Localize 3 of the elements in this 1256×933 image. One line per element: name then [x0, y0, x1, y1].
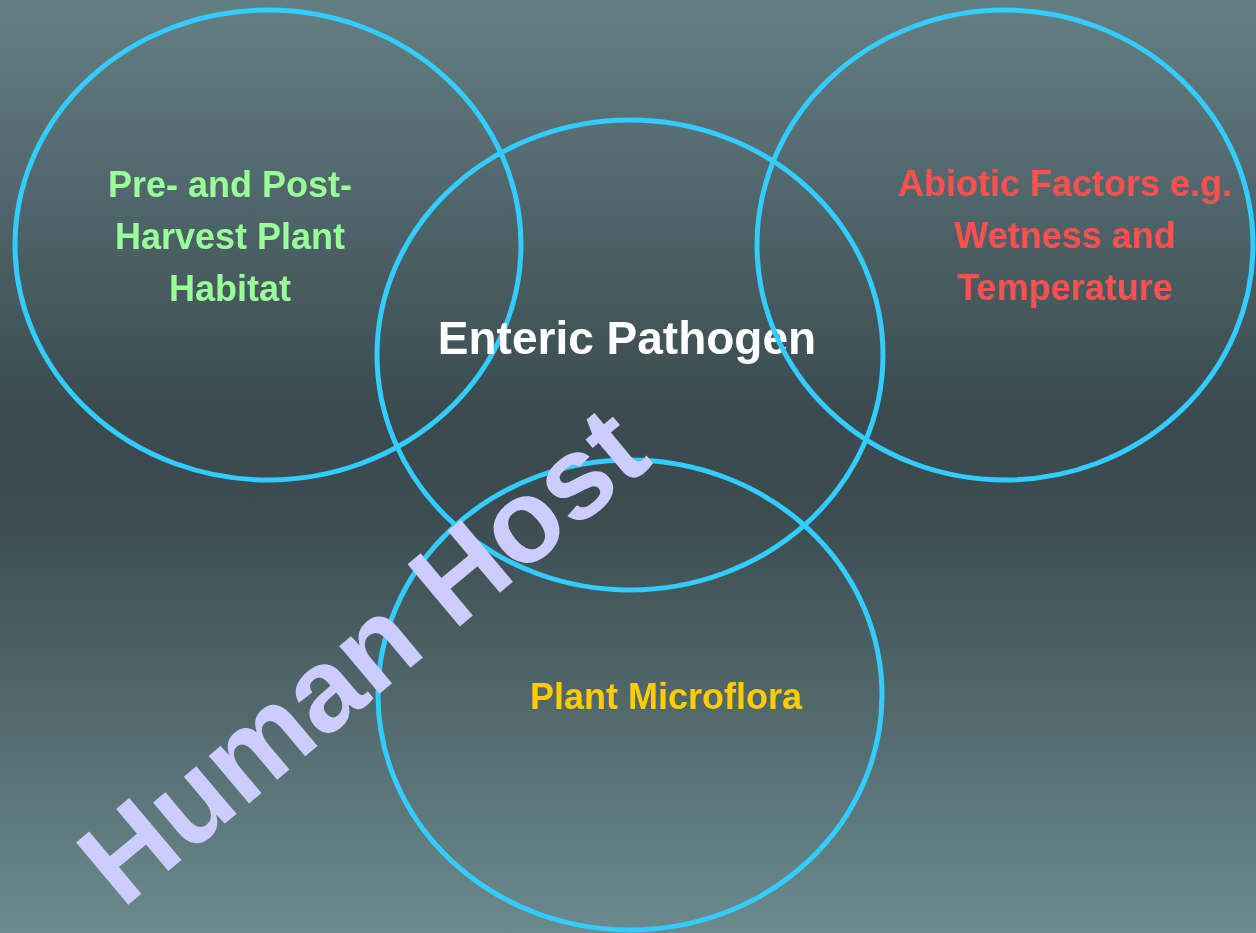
circle-label: Plant Microflora	[528, 675, 804, 719]
circle-label: Pre- and Post- Harvest Plant Habitat	[106, 163, 353, 311]
circle-label: Abiotic Factors e.g. Wetness and Temperature	[896, 162, 1234, 310]
